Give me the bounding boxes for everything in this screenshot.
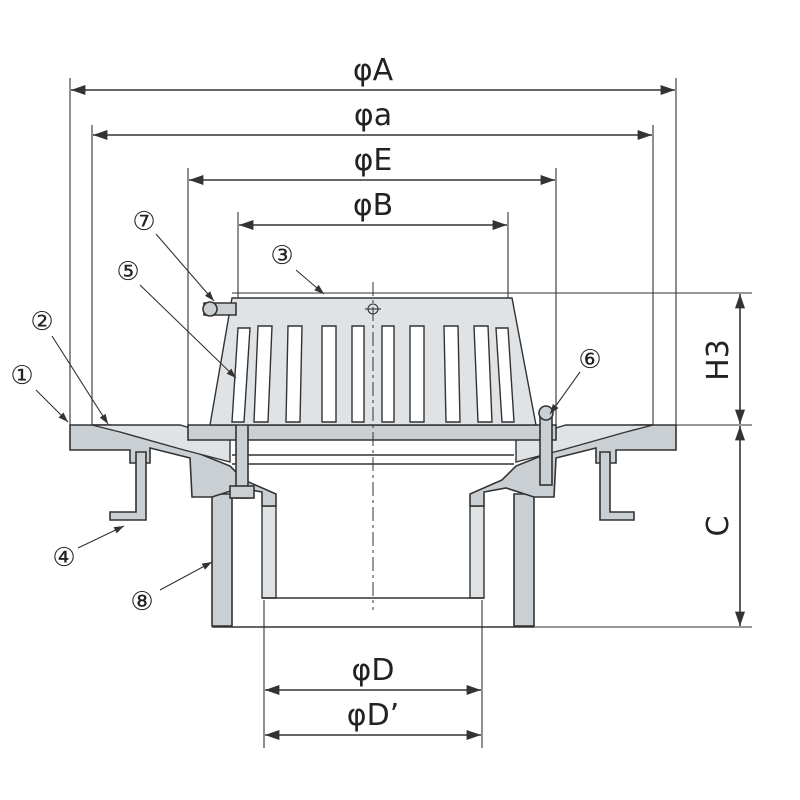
label-phi-D-prime: φD’ [347, 698, 399, 733]
strainer-dome [202, 297, 537, 426]
extension-lines [69, 78, 752, 748]
callout-7: ⑦ [132, 207, 155, 237]
callout-6: ⑥ [578, 345, 601, 375]
label-phi-D: φD [352, 653, 395, 688]
callout-2: ② [30, 307, 53, 337]
label-phi-E: φE [354, 143, 393, 178]
callout-leaders [35, 233, 581, 591]
label-C: C [701, 516, 736, 537]
anchor-hook-left [109, 451, 147, 521]
bolt-right [539, 414, 553, 486]
callout-4: ④ [52, 543, 75, 573]
outlet-socket [211, 493, 233, 627]
dimension-labels: φA φa φE φB φD φD’ H3 C [347, 53, 736, 733]
strainer-slots [231, 325, 515, 423]
callout-5: ⑤ [116, 257, 139, 287]
anchor-hook-right [599, 451, 635, 521]
dimension-lines [71, 84, 746, 741]
label-H3: H3 [701, 339, 736, 381]
callout-labels: ① ② ③ ④ ⑤ ⑥ ⑦ ⑧ [10, 207, 601, 617]
callout-1: ① [10, 361, 33, 391]
label-phi-A: φA [353, 53, 394, 88]
callout-8: ⑧ [130, 587, 153, 617]
label-phi-a: φa [354, 98, 392, 133]
label-phi-B: φB [353, 188, 393, 223]
outlet-pipe [261, 505, 277, 599]
drain-body [69, 369, 677, 628]
callout-3: ③ [270, 241, 293, 271]
